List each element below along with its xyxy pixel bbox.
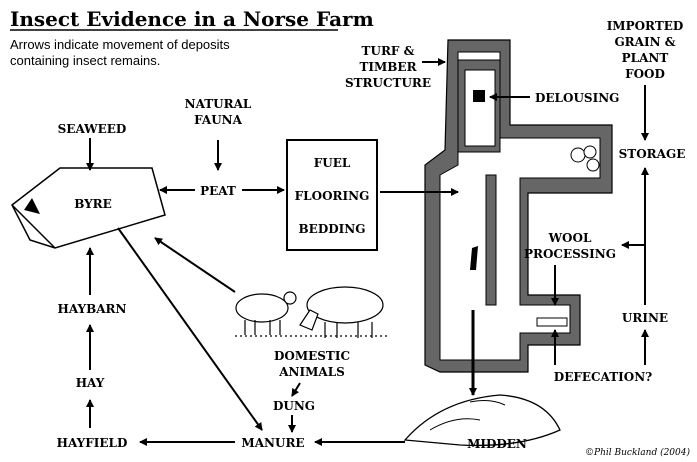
label-structure: STRUCTURE [345,76,431,90]
label-delousing: DELOUSING [535,91,619,105]
privy [536,317,568,327]
label-processing: PROCESSING [524,247,616,261]
arrow-animals-byre [154,237,236,293]
storage-vessel-3 [586,158,600,172]
label-fuel: FUEL [314,156,351,170]
label-peat: PEAT [200,184,236,198]
midden-drawing [403,394,561,447]
label-hayfield: HAYFIELD [57,436,128,450]
subtitle-line-1: Arrows indicate movement of deposits [10,37,230,52]
label-fauna: FAUNA [194,113,243,127]
byre-drawing [11,167,166,249]
fuel-flooring-bedding-box [286,139,378,251]
longhouse-plan [424,39,613,373]
storage-vessel-1 [570,147,586,163]
label-manure: MANURE [241,436,304,450]
label-urine: URINE [622,311,668,325]
label-imported: IMPORTED [607,19,684,33]
label-natural: NATURAL [185,97,252,111]
label-wool: WOOL [548,231,592,245]
label-turf: TURF & [362,44,415,58]
label-defecation: DEFECATION? [554,370,652,384]
label-plant: PLANT [622,51,669,65]
label-dung: DUNG [273,399,315,413]
label-bedding: BEDDING [299,222,366,236]
label-flooring: FLOORING [295,189,370,203]
arrow-animals-dung [291,382,301,397]
subtitle-line-2: containing insect remains. [10,53,160,68]
label-food: FOOD [625,67,665,81]
label-animals: ANIMALS [278,365,345,379]
domestic-animals-drawing [235,286,390,338]
delousing-square [473,90,485,102]
label-hay: HAY [76,376,105,390]
label-haybarn: HAYBARN [57,302,126,316]
storage-vessel-2 [583,145,597,159]
arrows [86,58,649,446]
inner-room [464,69,496,147]
title: Insect Evidence in a Norse Farm [10,7,374,31]
arrow-byre-manure [117,227,263,431]
hearth-mark [470,246,478,270]
label-timber: TIMBER [359,60,417,74]
label-byre: BYRE [74,197,112,211]
label-midden: MIDDEN [467,437,527,451]
label-grain: GRAIN & [614,35,675,49]
credit: ©Phil Buckland (2004) [585,447,690,458]
label-seaweed: SEAWEED [58,122,127,136]
partition [485,174,497,306]
label-storage: STORAGE [619,147,686,161]
label-domestic: DOMESTIC [274,349,350,363]
